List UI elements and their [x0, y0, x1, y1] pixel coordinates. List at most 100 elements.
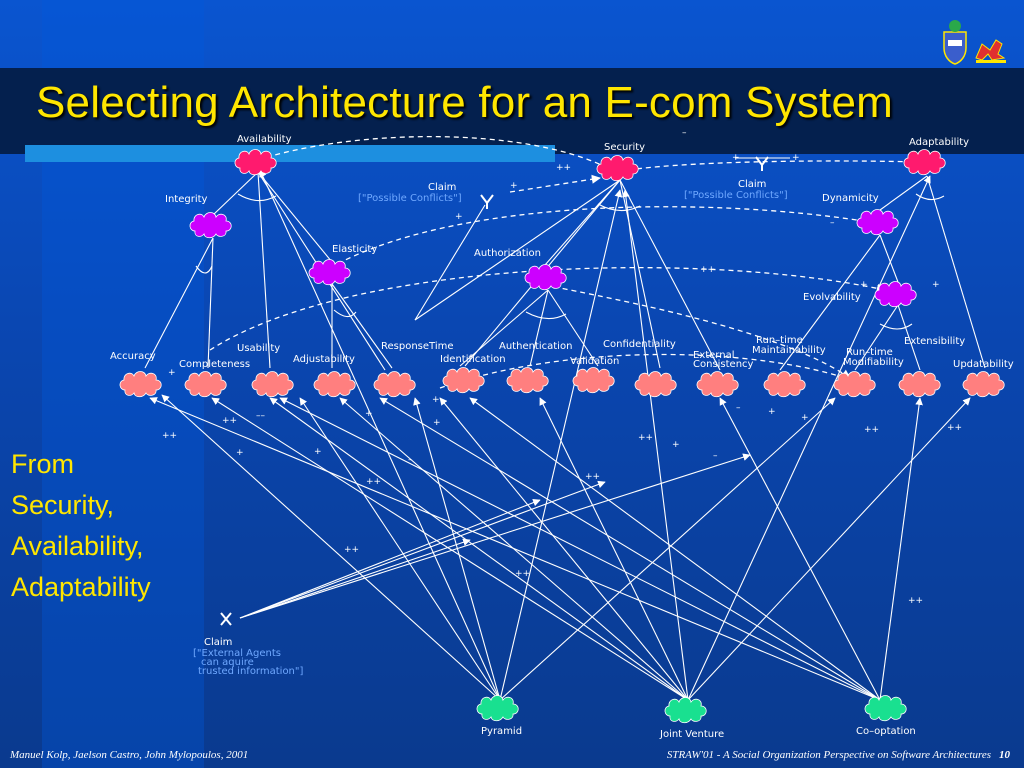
contribution-label: + [768, 407, 776, 417]
softgoal-completeness [184, 371, 227, 398]
footer-conference-text: STRAW'01 - A Social Organization Perspec… [666, 749, 991, 761]
claim3-text-line1: ["External Agents [193, 648, 281, 659]
link-claim1 [509, 174, 601, 193]
footer-authors: Manuel Kolp, Jaelson Castro, John Mylopo… [10, 749, 249, 761]
softgoal-response-time [373, 371, 416, 398]
contribution-label: ++ [947, 423, 962, 433]
softgoal-integrity [189, 212, 232, 239]
label-adjustability: Adjustability [293, 354, 355, 365]
label-usability: Usability [237, 343, 280, 354]
contribution-label: ++ [222, 416, 237, 426]
side-text-line: Adaptability [11, 572, 151, 602]
softgoal-adjustability [313, 371, 356, 398]
title-underline-strip [25, 145, 555, 162]
architecture-co-optation [864, 695, 907, 722]
claim2-text: ["Possible Conflicts"] [684, 190, 788, 201]
contribution-label: + [168, 368, 176, 378]
softgoal-evolvability [874, 281, 917, 308]
slide-title: Selecting Architecture for an E-com Syst… [36, 78, 893, 127]
contribution-label: – [713, 451, 718, 461]
label-modifiability: Modifiability [843, 357, 904, 368]
softgoal-identification [442, 367, 485, 394]
label-accuracy: Accuracy [110, 351, 156, 362]
side-text-line: Availability, [11, 531, 144, 561]
link-elasticity-dynamicity [329, 206, 871, 269]
label-co-optation: Co–optation [856, 726, 916, 737]
label-evolvability: Evolvability [803, 292, 861, 303]
claim3-title: Claim [204, 637, 232, 648]
claim2-title: Claim [738, 179, 766, 190]
claim3-text-line2: can aquire [201, 657, 254, 668]
crest-shield-icon [943, 20, 967, 65]
label-completeness: Completeness [179, 359, 250, 370]
softgoal-confidentiality [634, 371, 677, 398]
softgoal-authorization [524, 264, 567, 291]
side-annotation: From Security, Availability, Adaptabilit… [11, 444, 211, 608]
contribution-label: + [236, 448, 244, 458]
claim1-text: ["Possible Conflicts"] [358, 193, 462, 204]
label-adaptability: Adaptability [909, 137, 969, 148]
label-response-time: ResponseTime [381, 341, 454, 352]
architecture-joint-venture [664, 697, 707, 724]
label-availability: Availability [237, 134, 292, 145]
contribution-label: + [314, 447, 322, 457]
contribution-label: – [408, 455, 413, 465]
label-maintainability: Maintainability [752, 345, 826, 356]
university-crest-logo [938, 18, 1010, 73]
softgoal-external-consistency [696, 371, 739, 398]
contribution-label: –– [256, 411, 266, 421]
label-runtime-1: Run–time [756, 335, 803, 346]
contribution-label: ++ [162, 431, 177, 441]
contribution-label: ++ [366, 477, 381, 487]
label-joint-venture: Joint Venture [659, 729, 724, 740]
side-text-line: From [11, 449, 74, 479]
claim1-marker-icon [480, 194, 494, 209]
contribution-label: ++ [556, 163, 571, 173]
contribution-label: ++ [864, 425, 879, 435]
softgoal-validation [572, 367, 615, 394]
label-confidentiality: Confidentiality [603, 339, 676, 350]
contribution-label: – [682, 128, 687, 138]
contribution-label: ++ [908, 596, 923, 606]
contribution-label: ++ [585, 472, 600, 482]
contribution-label: + [455, 212, 463, 222]
softgoal-runtime-maintainability [763, 371, 806, 398]
contribution-label: + [860, 280, 868, 290]
title-bar [0, 68, 1024, 154]
label-extensibility: Extensibility [904, 336, 965, 347]
footer-conference: STRAW'01 - A Social Organization Perspec… [667, 749, 1010, 761]
claim1-title: Claim [428, 182, 456, 193]
red-dragon-icon [975, 39, 1006, 63]
label-pyramid: Pyramid [481, 726, 522, 737]
contribution-label: + [792, 153, 800, 163]
claim3-text-line3: trusted information"] [198, 666, 303, 677]
contribution-label: + [433, 418, 441, 428]
softgoal-elasticity [308, 259, 351, 286]
label-updatability: Updatability [953, 359, 1014, 370]
claim2-marker-icon [755, 156, 769, 171]
contribution-label: ++ [344, 545, 359, 555]
softgoal-availability [234, 149, 277, 176]
label-security: Security [604, 142, 645, 153]
contribution-label: ++ [700, 265, 715, 275]
label-integrity: Integrity [165, 194, 208, 205]
label-dynamicity: Dynamicity [822, 193, 879, 204]
softgoal-dynamicity [856, 209, 899, 236]
contribution-label: ++ [515, 569, 530, 579]
label-validation: Validation [570, 356, 619, 367]
softgoal-adaptability [903, 149, 946, 176]
architecture-contribution-links [149, 169, 971, 701]
side-text-line: Security, [11, 490, 115, 520]
contribution-label: + [432, 395, 440, 405]
contribution-label: + [510, 181, 518, 191]
softgoal-usability [251, 371, 294, 398]
label-authentication: Authentication [499, 341, 572, 352]
link-authorization-modifiability [544, 284, 851, 379]
softgoal-updatability [962, 371, 1005, 398]
label-authorization: Authorization [474, 248, 541, 259]
link-security-adaptability [627, 157, 919, 171]
softgoal-security [596, 155, 639, 182]
decomposition-links [144, 171, 986, 371]
contribution-label: + [365, 409, 373, 419]
